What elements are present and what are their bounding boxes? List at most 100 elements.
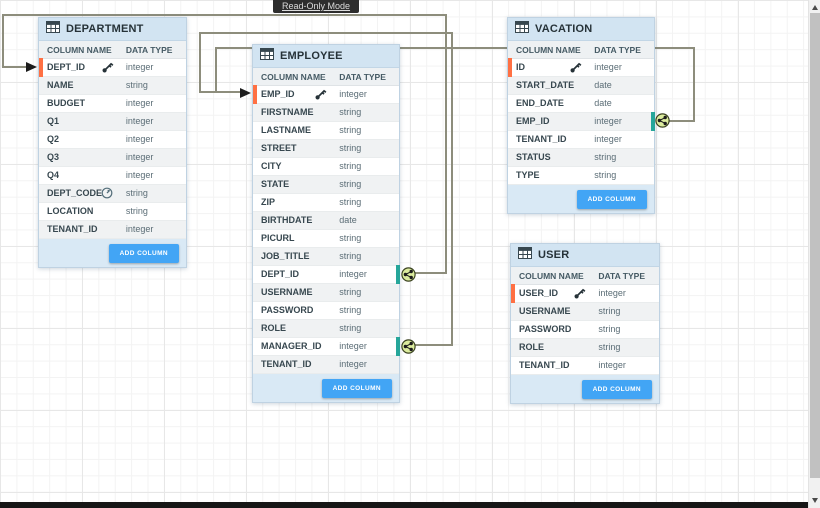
column-row-role[interactable]: ROLE string <box>511 339 659 357</box>
relationship-line-segment <box>215 47 695 49</box>
vertical-scrollbar[interactable] <box>808 0 820 508</box>
column-row-firstname[interactable]: FIRSTNAME string <box>253 104 399 122</box>
column-data-type: date <box>339 215 357 225</box>
column-data-type: string <box>339 107 362 117</box>
column-data-type: integer <box>125 116 154 126</box>
column-row-emp_id[interactable]: EMP_ID integer <box>508 112 655 131</box>
column-name: DEPT_ID <box>39 59 120 76</box>
column-data-type: integer <box>594 116 622 126</box>
table-footer: ADD COLUMN <box>253 374 399 402</box>
foreign-key-connector-icon[interactable] <box>401 267 416 282</box>
column-name: TENANT_ID <box>47 224 98 234</box>
column-data-type: integer <box>598 360 626 370</box>
add-column-button[interactable]: ADD COLUMN <box>581 379 652 399</box>
table-header[interactable]: USER <box>511 244 659 267</box>
column-data-type: string <box>339 161 362 171</box>
column-name: FIRSTNAME <box>261 107 314 117</box>
column-name: NAME <box>47 80 74 90</box>
column-data-type: string <box>339 287 362 297</box>
data-type-header: DATA TYPE <box>594 45 641 55</box>
vertical-scrollbar-thumb[interactable] <box>810 13 820 478</box>
column-data-type: integer <box>598 288 626 298</box>
read-only-mode-tooltip: Read-Only Mode <box>273 0 360 13</box>
column-data-type: string <box>339 233 362 243</box>
column-name-header: COLUMN NAME <box>516 45 581 55</box>
column-headers-row: COLUMN NAME DATA TYPE <box>508 41 654 59</box>
column-data-type: string <box>598 342 621 352</box>
add-column-button[interactable]: ADD COLUMN <box>321 378 392 398</box>
column-name-header: COLUMN NAME <box>261 72 326 82</box>
table-header[interactable]: EMPLOYEE <box>253 45 399 68</box>
relationship-line-segment <box>668 120 695 122</box>
column-name: TENANT_ID <box>516 134 567 144</box>
column-name: CITY <box>261 161 282 171</box>
foreign-key-connector-icon[interactable] <box>655 113 670 128</box>
column-name: STATE <box>261 179 290 189</box>
table-grid-icon <box>260 47 274 65</box>
horizontal-scrollbar[interactable] <box>0 502 808 508</box>
add-column-button[interactable]: ADD COLUMN <box>108 243 179 263</box>
table-header[interactable]: VACATION <box>508 18 654 41</box>
column-row-city[interactable]: CITY string <box>253 158 399 176</box>
table-header[interactable]: DEPARTMENT <box>39 18 186 41</box>
column-data-type: integer <box>125 170 154 180</box>
column-name: ID <box>508 59 588 76</box>
column-name: STATUS <box>516 152 551 162</box>
column-name: ROLE <box>519 342 545 352</box>
scroll-up-icon[interactable] <box>812 5 818 10</box>
column-data-type: integer <box>339 89 367 99</box>
column-data-type: string <box>339 323 362 333</box>
column-data-type: string <box>598 324 621 334</box>
scroll-down-icon[interactable] <box>812 498 818 503</box>
column-data-type: integer <box>339 269 367 279</box>
column-name: EMP_ID <box>516 116 550 126</box>
add-column-button[interactable]: ADD COLUMN <box>576 189 647 209</box>
circled-arrow-icon <box>101 187 114 200</box>
foreign-key-connector-icon[interactable] <box>401 339 416 354</box>
primary-key-icon <box>573 287 586 300</box>
